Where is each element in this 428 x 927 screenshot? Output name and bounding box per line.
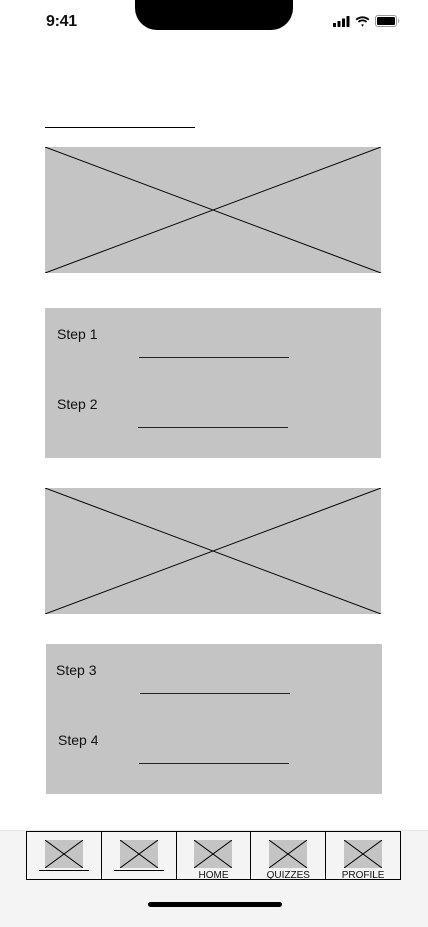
title-placeholder-line [45, 127, 195, 128]
image-placeholder [45, 147, 381, 273]
wifi-icon [355, 15, 370, 27]
status-icons [333, 14, 400, 28]
step-label: Step 1 [57, 326, 98, 342]
steps-card: Step 1 Step 2 [45, 308, 381, 458]
step-text-placeholder-line [140, 693, 290, 694]
device-notch [135, 0, 293, 30]
signal-icon [333, 15, 350, 27]
step-label: Step 4 [58, 732, 99, 748]
nav-label-profile: PROFILE [341, 870, 385, 881]
nav-item-1[interactable] [26, 831, 102, 880]
nav-item-home[interactable]: HOME [175, 831, 252, 881]
step-text-placeholder-line [138, 427, 288, 428]
step-label: Step 2 [57, 396, 98, 412]
image-placeholder-icon [44, 840, 83, 868]
battery-icon [375, 15, 400, 27]
nav-label-home: HOME [198, 870, 229, 881]
home-icon [194, 840, 233, 868]
quizzes-icon [269, 840, 308, 868]
nav-item-profile[interactable]: PROFILE [325, 831, 401, 881]
image-placeholder-icon [45, 488, 381, 614]
nav-label-placeholder-line [39, 870, 89, 871]
nav-label-placeholder-line [113, 870, 164, 871]
step-label: Step 3 [56, 662, 97, 678]
home-indicator[interactable] [148, 902, 282, 907]
status-time: 9:41 [46, 13, 77, 30]
step-text-placeholder-line [139, 763, 289, 764]
nav-item-quizzes[interactable]: QUIZZES [250, 831, 327, 881]
image-placeholder-icon [119, 840, 158, 868]
nav-label-quizzes: QUIZZES [266, 870, 310, 881]
image-placeholder-icon [45, 147, 381, 273]
image-placeholder [45, 488, 381, 614]
step-text-placeholder-line [139, 357, 289, 358]
bottom-nav: HOME QUIZZES PROFILE [26, 831, 401, 881]
steps-card: Step 3 Step 4 [46, 644, 382, 794]
nav-item-2[interactable] [100, 831, 177, 880]
profile-icon [344, 840, 383, 868]
